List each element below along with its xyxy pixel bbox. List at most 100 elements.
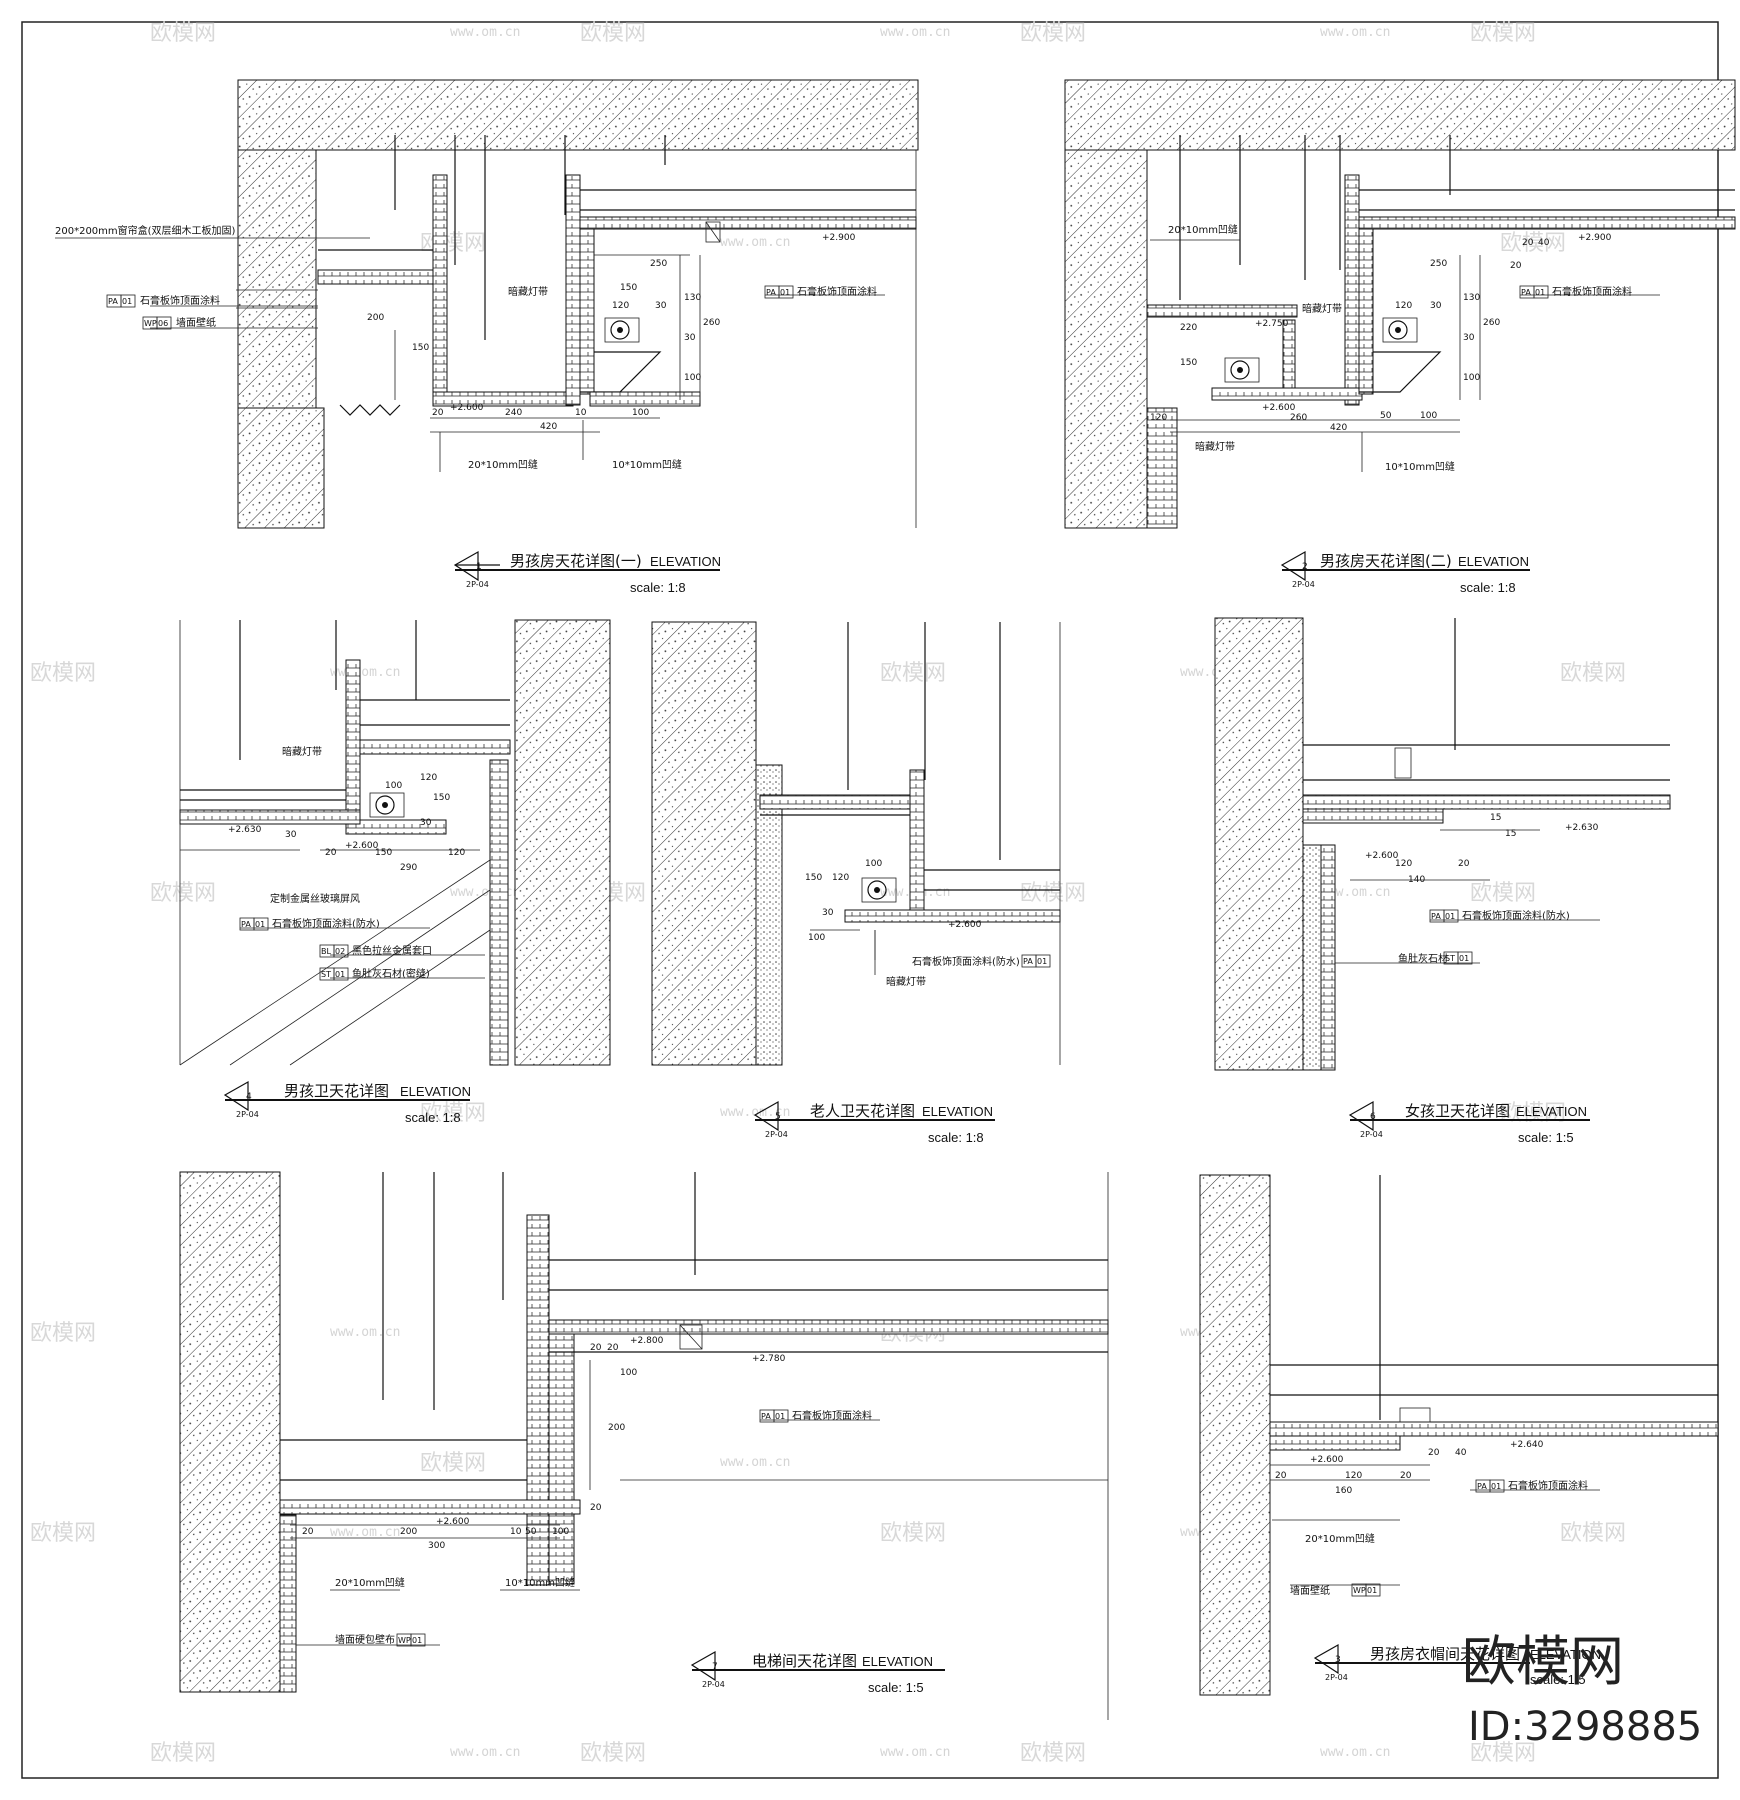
ref-code: PA: [766, 288, 776, 297]
detail-2: 20*10mm凹缝 PA 01 石膏板饰顶面涂料 暗藏灯带 暗藏灯带 10*10…: [1064, 79, 1736, 595]
dim-label: 240: [505, 408, 522, 418]
dim-label: 160: [1335, 1486, 1352, 1496]
note: 定制金属丝玻璃屏风: [270, 892, 360, 905]
dim-label: 120: [420, 773, 437, 783]
concrete-wall: [237, 149, 317, 409]
watermark-text: 欧模网: [1500, 231, 1566, 256]
dim-label: 100: [1463, 373, 1480, 383]
watermark-url: www.om.cn: [450, 1745, 520, 1760]
note: 墙面硬包壁布: [335, 1633, 395, 1646]
note: 石膏板饰顶面涂料: [1552, 285, 1632, 298]
ref-code: PA: [108, 297, 118, 306]
watermark-text: 欧模网: [420, 1101, 486, 1126]
dim-label: 150: [805, 873, 822, 883]
ref-code: 06: [158, 319, 168, 328]
sheet-ref: 2P-04: [765, 1130, 788, 1139]
sheet-border: [21, 21, 1719, 1779]
watermark-text: 欧模网: [1020, 881, 1086, 906]
scale-label: scale: 1:8: [928, 1130, 984, 1145]
watermark-url: www.om.cn: [880, 1745, 950, 1760]
dim-label: 100: [632, 408, 649, 418]
ref-code: 01: [122, 297, 132, 306]
note: 鱼肚灰石材: [1398, 952, 1448, 965]
ref-code: 01: [780, 288, 790, 297]
dim-label: 20: [590, 1503, 602, 1513]
watermark-url: www.om.cn: [330, 1325, 400, 1340]
dim-label: 120: [832, 873, 849, 883]
dim-label: 260: [1483, 318, 1500, 328]
watermark-url: www.om.cn: [330, 665, 400, 680]
sheet-ref: 2P-04: [466, 580, 489, 589]
note: 20*10mm凹缝: [468, 458, 538, 471]
watermark-text: 欧模网: [150, 21, 216, 46]
ref-code: WP: [144, 319, 157, 328]
ref-code: 01: [1367, 1586, 1377, 1595]
ref-code: PA: [241, 920, 251, 929]
watermark-url: www.om.cn: [720, 1105, 790, 1120]
dim-label: +2.630: [1565, 823, 1599, 833]
watermark-url: www.om.cn: [1320, 885, 1390, 900]
dim-label: 40: [1538, 238, 1550, 248]
note: 石膏板饰顶面涂料: [792, 1409, 872, 1422]
watermark-text: 欧模网: [420, 231, 486, 256]
note: 石膏板饰顶面涂料: [797, 285, 877, 298]
dim-label: 20: [1400, 1471, 1412, 1481]
note: 20*10mm凹缝: [1168, 223, 1238, 236]
dim-label: 30: [1463, 333, 1475, 343]
note: 石膏板饰顶面涂料: [1508, 1479, 1588, 1492]
dim-label: +2.600: [1262, 403, 1296, 413]
watermark-text: 欧模网: [1470, 21, 1536, 46]
watermark-text: 欧模网: [150, 1741, 216, 1766]
dim-label: 100: [865, 859, 882, 869]
dim-label: 290: [400, 863, 417, 873]
note: 暗藏灯带: [508, 285, 548, 298]
dim-label: 100: [808, 933, 825, 943]
watermark-url: www.om.cn: [450, 25, 520, 40]
detail-title: 老人卫天花详图: [810, 1102, 915, 1120]
dim-label: 30: [1430, 301, 1442, 311]
dim-label: 120: [1345, 1471, 1362, 1481]
dim-label: 100: [552, 1527, 569, 1537]
watermark-text: 欧模网: [1470, 881, 1536, 906]
scale-label: scale: 1:5: [868, 1680, 924, 1695]
detail-5: 石膏板饰顶面涂料(防水) PA 01 暗藏灯带 100 120 150 30 1…: [651, 621, 1061, 1145]
dim-label: 150: [412, 343, 429, 353]
dim-label: +2.640: [1510, 1440, 1544, 1450]
dim-label: 20: [1522, 238, 1534, 248]
watermark-url: www.om.cn: [330, 1525, 400, 1540]
dim-label: 30: [285, 830, 297, 840]
watermark-url: www.om.cn: [720, 235, 790, 250]
sheet-ref: 2P-04: [1325, 1673, 1348, 1682]
note: 暗藏灯带: [1302, 302, 1342, 315]
note: 20*10mm凹缝: [1305, 1532, 1375, 1545]
ref-code: ST: [321, 970, 331, 979]
dim-label: 420: [1330, 423, 1347, 433]
watermark-text: 欧模网: [580, 21, 646, 46]
detail-number: 3: [1335, 1655, 1341, 1665]
dim-label: 15: [1505, 829, 1516, 839]
note: 10*10mm凹缝: [1385, 460, 1455, 473]
note: 石膏板饰顶面涂料: [140, 294, 220, 307]
ref-code: PA: [1023, 957, 1033, 966]
watermark-url: www.om.cn: [1320, 25, 1390, 40]
dim-label: 20: [607, 1343, 619, 1353]
sheet-ref: 2P-04: [1292, 580, 1315, 589]
dim-label: +2.780: [752, 1354, 786, 1364]
dim-label: 20: [432, 408, 444, 418]
dim-label: 150: [433, 793, 450, 803]
dim-label: 20: [1275, 1471, 1287, 1481]
dim-label: 20: [1510, 261, 1522, 271]
note: 暗藏灯带: [282, 745, 322, 758]
ref-code: PA: [1431, 912, 1441, 921]
dim-label: 250: [1430, 259, 1447, 269]
dim-label: 120: [1395, 301, 1412, 311]
ref-code: 01: [1459, 954, 1469, 963]
elevation-label: ELEVATION: [1516, 1104, 1587, 1119]
sheet-ref: 2P-04: [1360, 1130, 1383, 1139]
detail-7: PA 01 石膏板饰顶面涂料 20*10mm凹缝 10*10mm凹缝 墙面硬包壁…: [179, 1171, 1109, 1720]
watermark-text: 欧模网: [580, 1741, 646, 1766]
dim-label: 100: [385, 781, 402, 791]
dim-label: 420: [540, 422, 557, 432]
dim-label: 220: [1180, 323, 1197, 333]
